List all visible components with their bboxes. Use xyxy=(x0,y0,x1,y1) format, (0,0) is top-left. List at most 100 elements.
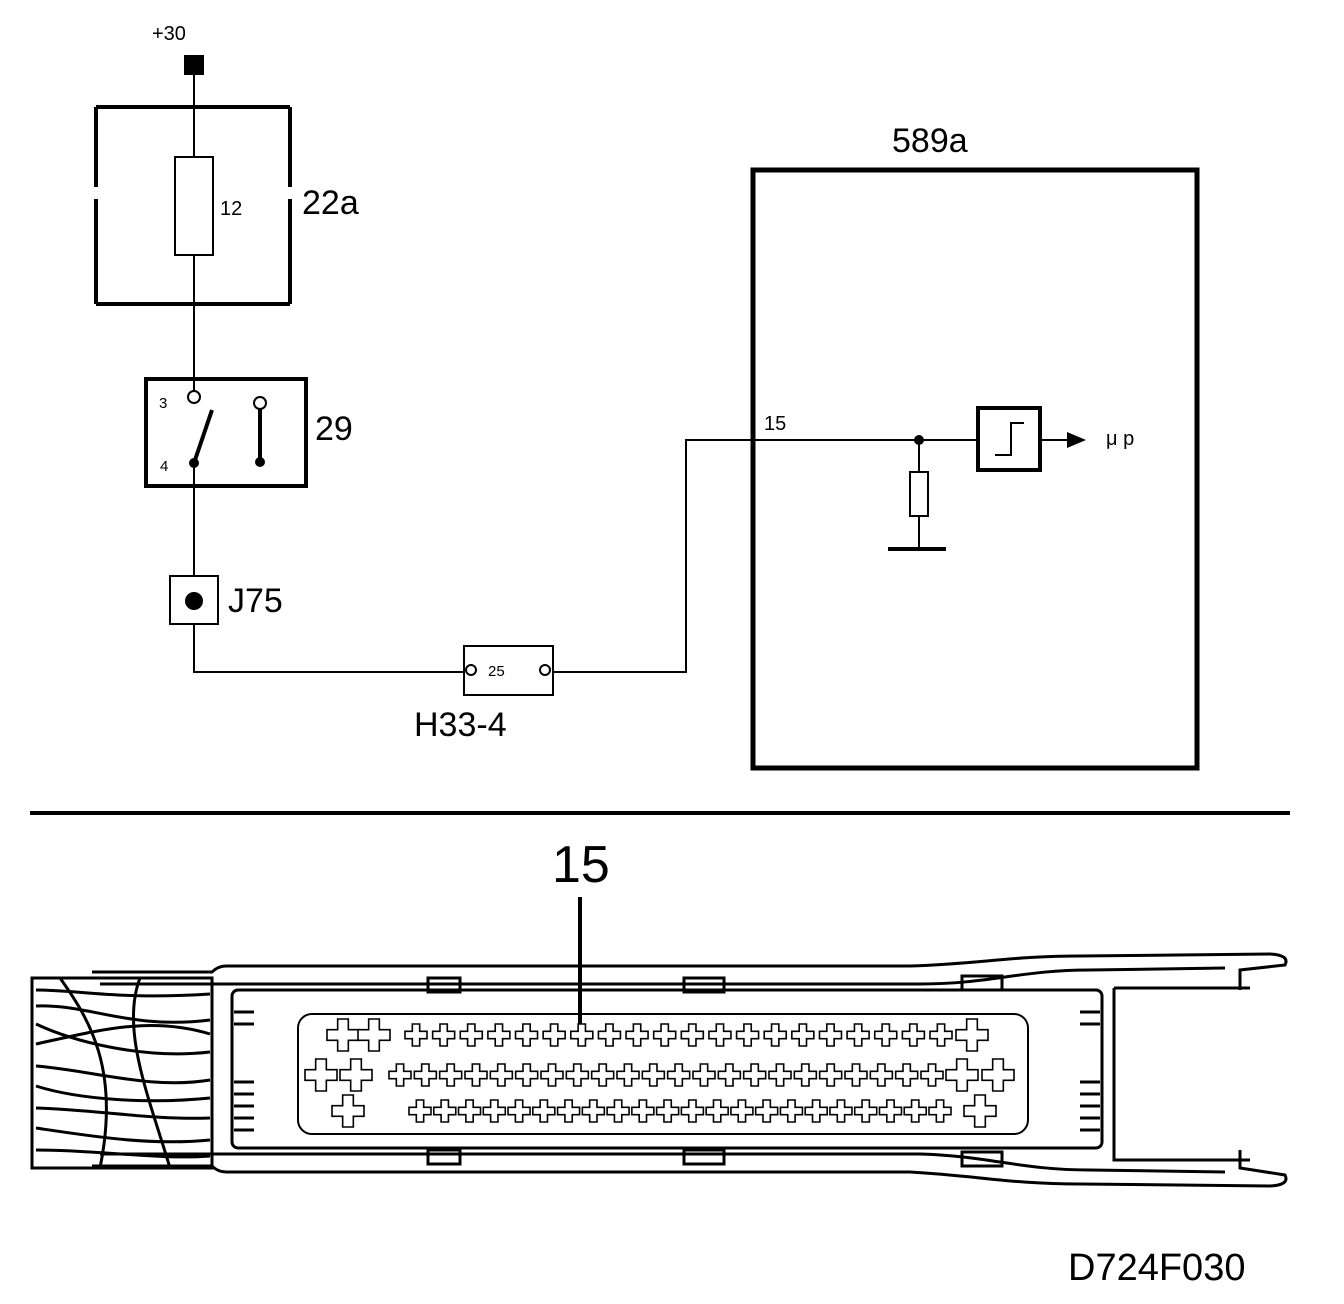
connector-pin xyxy=(853,1099,878,1123)
connector-pin xyxy=(625,1023,649,1047)
connector-pin xyxy=(666,1063,691,1087)
connector-pin xyxy=(903,1099,928,1123)
connector-pin xyxy=(457,1099,482,1123)
switch-pin-bottom: 4 xyxy=(160,458,168,475)
control-unit-pin: 15 xyxy=(764,413,786,435)
connector-pin-in xyxy=(465,664,477,676)
supply-label: +30 xyxy=(152,23,186,45)
connector-pin xyxy=(438,1063,463,1087)
connector-pin xyxy=(894,1063,919,1087)
output-arrow xyxy=(1067,432,1086,448)
connector-pin xyxy=(652,1023,677,1047)
connector-pin xyxy=(569,1023,594,1047)
connector-pin xyxy=(459,1023,484,1047)
connector-view: 15 xyxy=(30,836,1288,1188)
fuse xyxy=(174,156,214,256)
schmitt-trigger xyxy=(976,406,1042,472)
switch-contact-top xyxy=(187,390,201,404)
pin-face xyxy=(297,1013,1029,1135)
connector-pin-out xyxy=(539,664,551,676)
connector-pin xyxy=(878,1099,903,1123)
connector-pin xyxy=(606,1099,630,1123)
connector-pin xyxy=(708,1023,732,1047)
connector-pin xyxy=(482,1099,507,1123)
connector-pin xyxy=(717,1063,742,1087)
connector-pin xyxy=(641,1063,666,1087)
control-unit-589a xyxy=(750,167,1200,771)
connector-pin xyxy=(464,1063,488,1087)
connector-pin-number: 25 xyxy=(488,663,505,680)
switch-aux-contact-bottom xyxy=(255,457,265,467)
pin-grid xyxy=(304,1018,1015,1128)
switch-label: 29 xyxy=(315,410,353,448)
connector-pin xyxy=(532,1099,556,1123)
connector-pin xyxy=(507,1099,531,1123)
connector-pin xyxy=(540,1063,564,1087)
connector-pin xyxy=(680,1023,705,1047)
connector-pin xyxy=(705,1099,729,1123)
connector-pin xyxy=(542,1023,566,1047)
connector-pin xyxy=(590,1063,615,1087)
connector-pin xyxy=(431,1023,456,1047)
connector-pin xyxy=(692,1063,716,1087)
connector-pin xyxy=(768,1063,792,1087)
connector-pin xyxy=(804,1099,828,1123)
connector-h33-4 xyxy=(463,645,554,696)
connector-pin-large xyxy=(304,1058,338,1092)
connector-pin xyxy=(742,1063,767,1087)
connector-pin xyxy=(413,1063,438,1087)
connector-pin xyxy=(829,1099,853,1123)
connector-pin xyxy=(655,1099,680,1123)
connector-pin-large xyxy=(339,1058,373,1092)
switch-lever xyxy=(192,409,214,464)
pin-callout-label: 15 xyxy=(552,836,610,894)
connector-pin xyxy=(404,1023,428,1047)
pulldown-resistor xyxy=(909,471,929,517)
switch-aux-contact-top xyxy=(253,396,267,410)
connector-pin xyxy=(489,1063,514,1087)
wire-connector-to-control-unit xyxy=(553,439,753,673)
connector-pin xyxy=(873,1023,898,1047)
junction-j75-point xyxy=(185,592,203,610)
connector-pin xyxy=(735,1023,760,1047)
connector-pin xyxy=(929,1023,953,1047)
connector-pin-large xyxy=(945,1058,979,1092)
switch-pin-top: 3 xyxy=(159,395,167,412)
schmitt-trigger-symbol xyxy=(995,422,1024,456)
junction-label: J75 xyxy=(228,582,283,620)
connector-pin xyxy=(581,1099,606,1123)
output-label: μ p xyxy=(1106,428,1134,450)
connector-pin xyxy=(793,1063,818,1087)
connector-pin xyxy=(754,1099,779,1123)
wire-bundle xyxy=(30,976,214,1170)
connector-pin xyxy=(432,1099,457,1123)
connector-pin xyxy=(597,1023,622,1047)
connector-pin xyxy=(487,1023,511,1047)
figure-code: D724F030 xyxy=(1068,1247,1245,1289)
connector-label: H33-4 xyxy=(414,706,507,744)
connector-pin xyxy=(791,1023,815,1047)
switch-29-box xyxy=(144,377,308,488)
schematic: +30 12 22a 3 4 29 xyxy=(94,23,1200,771)
connector-pin-large xyxy=(357,1018,391,1052)
connector-pin xyxy=(565,1063,590,1087)
connector-pin xyxy=(680,1099,705,1123)
connector-pin xyxy=(846,1023,870,1047)
connector-pin-large xyxy=(955,1018,989,1052)
fuse-box-label: 22a xyxy=(302,184,359,222)
connector-pin-large xyxy=(981,1058,1015,1092)
connector-pin xyxy=(869,1063,894,1087)
connector-pin-large xyxy=(331,1094,365,1128)
connector-pin xyxy=(763,1023,788,1047)
connector-pin-large xyxy=(963,1094,997,1128)
connector-pin xyxy=(818,1023,843,1047)
connector-pin-large xyxy=(326,1018,360,1052)
connector-housing xyxy=(92,952,1288,1188)
supply-terminal xyxy=(184,55,204,75)
connector-pin xyxy=(408,1099,432,1123)
connector-pin xyxy=(616,1063,640,1087)
connector-pin xyxy=(901,1023,926,1047)
wire-junction-to-connector xyxy=(193,624,464,673)
connector-pin xyxy=(730,1099,754,1123)
